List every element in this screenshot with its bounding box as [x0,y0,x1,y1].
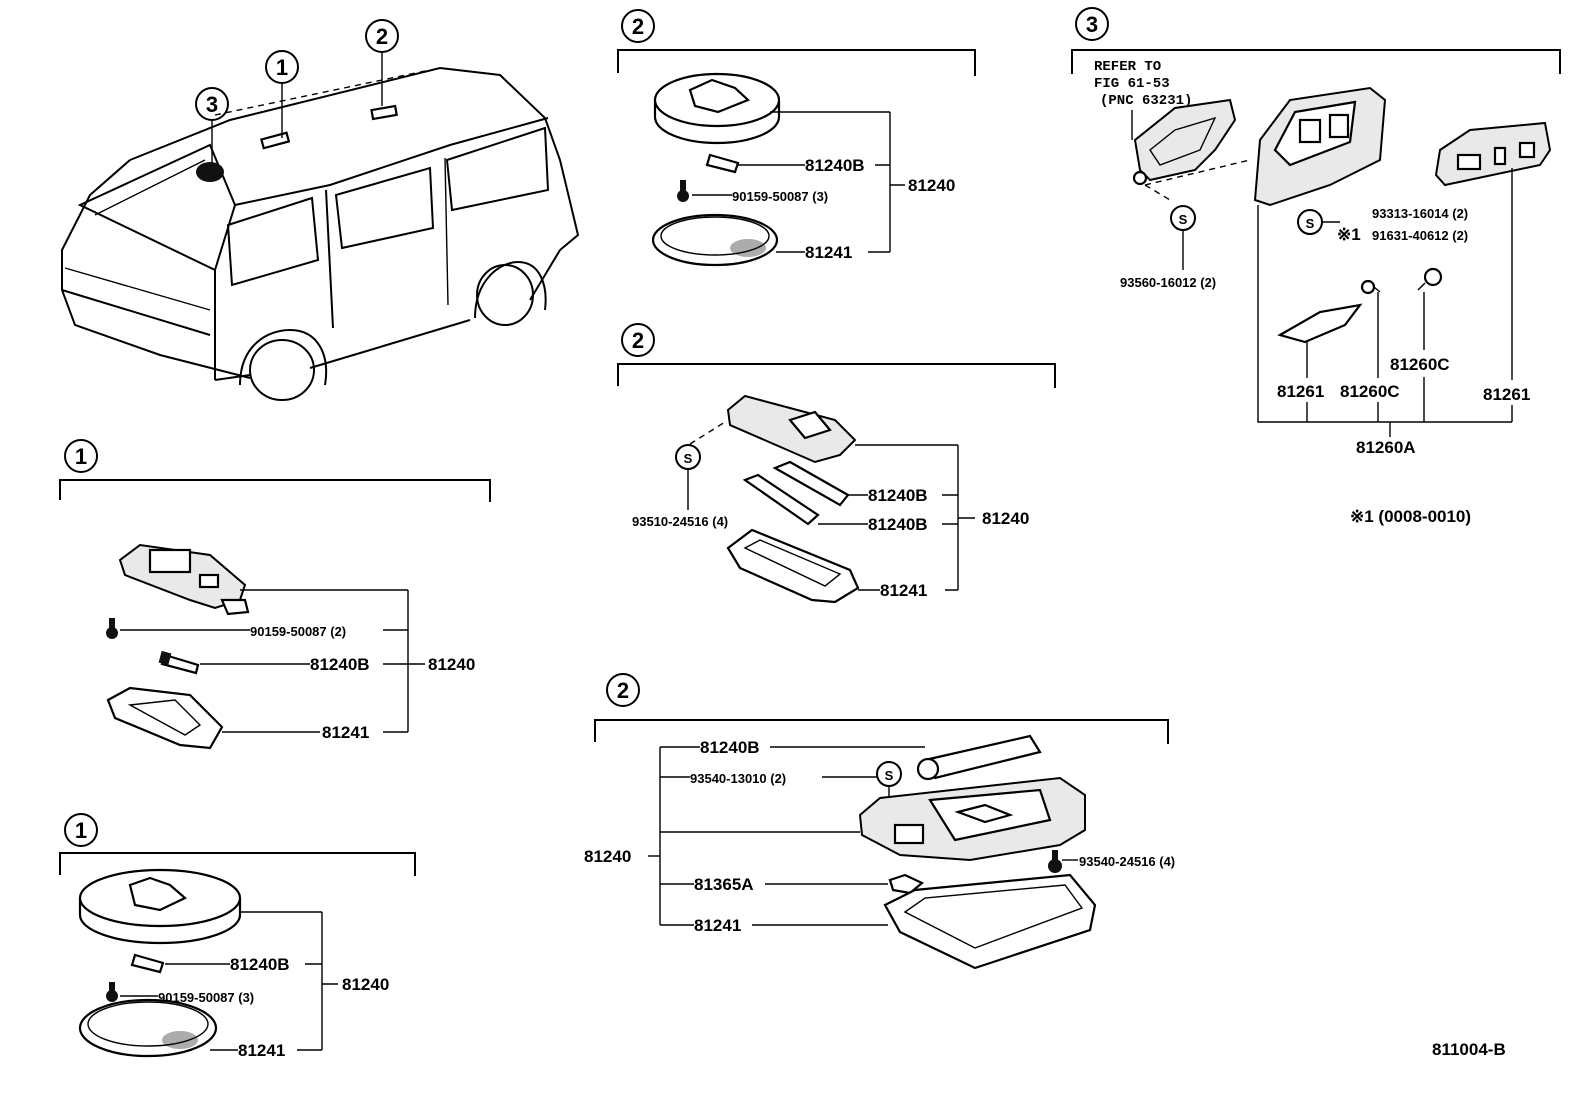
refer-note: REFER TO FIG 61-53 (PNC 63231) [1094,59,1192,109]
van-callout-1: 1 [265,50,299,84]
lamp-housing-2b [726,394,857,464]
bulb-icon [130,953,165,974]
svg-text:81241: 81241 [238,1041,285,1060]
svg-text:81240: 81240 [908,176,955,195]
group-2a: 2 81240B 90159-50087 (3) 81241 81240 [617,9,976,267]
bulb-icon [1417,267,1443,291]
lens-2b [726,528,860,604]
svg-text:1: 1 [276,55,288,80]
bulb-icon [1360,279,1381,295]
svg-text:81240B: 81240B [805,156,865,175]
svg-text:81240: 81240 [584,847,631,866]
group-2b: 2 S 93510-24516 (4) 81240B 81240B 81241 … [617,323,1056,604]
svg-text:81241: 81241 [880,581,927,600]
svg-text:81261: 81261 [1277,382,1324,401]
s-symbol: S [1170,205,1196,231]
svg-text:93560-16012 (2): 93560-16012 (2) [1120,275,1216,290]
lamp-housing-2a [653,72,781,145]
s-symbol: S [675,444,701,470]
svg-text:(PNC 63231): (PNC 63231) [1100,93,1192,109]
svg-text:81240B: 81240B [868,486,928,505]
bulb-icon [916,734,1042,781]
group-1b: 1 81240B 90159-50087 (3) 81241 81240 [59,813,416,1060]
svg-text:81240B: 81240B [868,515,928,534]
svg-text:93540-24516 (4): 93540-24516 (4) [1079,854,1175,869]
bulb-icon [742,473,820,526]
lens-1a [106,686,224,750]
svg-text:S: S [1179,212,1188,227]
lamp-housing-1b [78,868,242,945]
svg-text:81240B: 81240B [310,655,370,674]
van-illustration [61,52,580,401]
svg-text:81260C: 81260C [1390,355,1450,374]
svg-text:91631-40612 (2): 91631-40612 (2) [1372,228,1468,243]
svg-text:3: 3 [1086,12,1098,37]
screw-icon [677,180,689,202]
svg-text:3: 3 [206,92,218,117]
svg-text:81261: 81261 [1483,385,1530,404]
svg-text:81240: 81240 [342,975,389,994]
svg-text:90159-50087 (3): 90159-50087 (3) [158,990,254,1005]
svg-text:REFER TO: REFER TO [1094,59,1161,75]
group-2c: 2 S 81240B [584,673,1175,970]
svg-text:2: 2 [632,14,644,39]
screw-icon [106,982,118,1002]
bulb-icon [705,153,740,174]
svg-text:81240: 81240 [428,655,475,674]
svg-text:2: 2 [376,24,388,49]
lens-2a [651,213,779,267]
svg-text:1: 1 [75,818,87,843]
group-1a: 1 90159-50087 (2) 81240B 81241 81240 [59,439,491,750]
s-symbol: S [876,761,902,787]
svg-text:2: 2 [617,678,629,703]
van-callout-2: 2 [365,19,399,53]
svg-text:90159-50087 (2): 90159-50087 (2) [250,624,346,639]
van-callout-3: 3 [195,87,229,121]
svg-text:S: S [1306,216,1315,231]
svg-text:S: S [684,451,693,466]
lens-81261-left [1277,303,1363,344]
svg-text:93313-16014 (2): 93313-16014 (2) [1372,206,1468,221]
svg-text:81240B: 81240B [700,738,760,757]
diagram-id: 811004-B [1432,1040,1506,1059]
bracket [1133,98,1237,182]
s-symbol: S [1297,209,1323,235]
svg-text:FIG 61-53: FIG 61-53 [1094,76,1170,92]
svg-text:81240B: 81240B [230,955,290,974]
svg-text:81241: 81241 [322,723,369,742]
svg-text:2: 2 [632,328,644,353]
group-3-callout [1075,7,1109,41]
svg-text:81241: 81241 [694,916,741,935]
svg-text:※1: ※1 [1337,225,1361,244]
bulb-icon [158,650,200,675]
lens-1b [78,998,218,1058]
svg-text:S: S [885,768,894,783]
footnote-note: ※1 (0008-0010) [1350,507,1471,526]
group-2b-callout [621,323,655,357]
screw-icon [1048,850,1062,873]
svg-text:81241: 81241 [805,243,852,262]
svg-text:90159-50087 (3): 90159-50087 (3) [732,189,828,204]
svg-text:93510-24516 (4): 93510-24516 (4) [632,514,728,529]
svg-text:81365A: 81365A [694,875,754,894]
svg-text:93540-13010 (2): 93540-13010 (2) [690,771,786,786]
group-1b-callout [64,813,98,847]
svg-text:81260A: 81260A [1356,438,1416,457]
cover-81365a [888,873,925,895]
screw-icon [106,618,118,639]
svg-text:81260C: 81260C [1340,382,1400,401]
group-3: 3 REFER TO FIG 61-53 (PNC 63231) S [1071,7,1561,457]
svg-text:1: 1 [75,444,87,469]
group-2c-callout [606,673,640,707]
group-1a-callout [64,439,98,473]
svg-text:81240: 81240 [982,509,1029,528]
group-2a-callout [621,9,655,43]
lens-2c [883,873,1097,970]
